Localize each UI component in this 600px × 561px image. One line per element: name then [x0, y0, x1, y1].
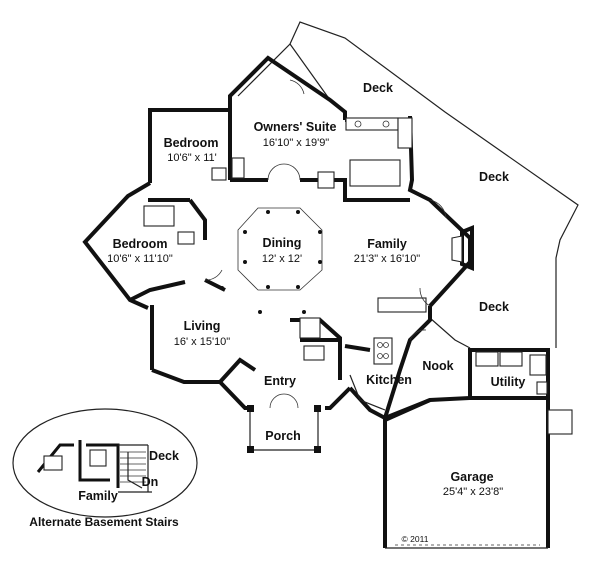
bedroom-1-size: 10'6" x 11' — [167, 152, 217, 164]
porch-label: Porch — [265, 429, 300, 443]
deck-outline — [237, 21, 579, 349]
dining-octagon — [220, 207, 323, 314]
utility-label: Utility — [491, 375, 526, 389]
garage-label: Garage — [450, 470, 493, 484]
alternate-stairs-inset: Deck Family Dn Alternate Basement Stairs — [12, 408, 198, 529]
entry-label: Entry — [264, 374, 296, 388]
door-swings — [204, 79, 447, 341]
inset-family-label: Family — [78, 489, 118, 503]
owners-suite-label: Owners' Suite — [254, 120, 337, 134]
living-label: Living — [184, 319, 221, 333]
nook-label: Nook — [422, 359, 453, 373]
inset-caption: Alternate Basement Stairs — [29, 515, 179, 529]
copyright-text: © 2011 — [402, 534, 429, 544]
owners-suite-size: 16'10" x 19'9" — [263, 137, 330, 149]
bedroom-1-label: Bedroom — [164, 136, 219, 150]
deck-lower-label: Deck — [479, 300, 509, 314]
room-labels: Deck Deck Deck Owners' Suite 16'10" x 19… — [107, 81, 525, 544]
dining-size: 12' x 12' — [262, 253, 302, 265]
garage-size: 25'4" x 23'8" — [443, 486, 503, 498]
inset-deck-label: Deck — [149, 449, 179, 463]
garage-walls — [383, 398, 573, 549]
dining-label: Dining — [263, 236, 302, 250]
deck-right-label: Deck — [479, 170, 509, 184]
bedroom-2-size: 10'6" x 11'10" — [107, 253, 173, 265]
kitchen-label: Kitchen — [366, 373, 412, 387]
deck-top-label: Deck — [363, 81, 393, 95]
porch — [247, 393, 321, 453]
bedroom-2-label: Bedroom — [113, 237, 168, 251]
family-size: 21'3" x 16'10" — [354, 253, 421, 265]
fixtures — [143, 117, 548, 411]
inset-stairs-down-label: Dn — [142, 475, 159, 489]
family-label: Family — [367, 237, 407, 251]
living-size: 16' x 15'10" — [174, 336, 231, 348]
